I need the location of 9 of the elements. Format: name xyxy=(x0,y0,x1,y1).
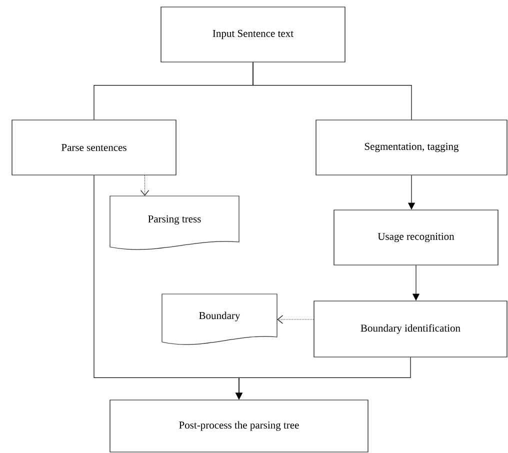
process-box: Input Sentence text xyxy=(160,6,346,62)
process-box: Boundary identification xyxy=(314,300,508,358)
process-box: Usage recognition xyxy=(334,210,498,266)
arrow xyxy=(277,315,314,324)
connector-line xyxy=(252,62,412,120)
arrow xyxy=(140,175,150,196)
process-box: Parse sentences xyxy=(12,120,176,176)
process-box: Post-process the parsing tree xyxy=(110,400,368,452)
process-box: Segmentation, tagging xyxy=(316,120,508,176)
